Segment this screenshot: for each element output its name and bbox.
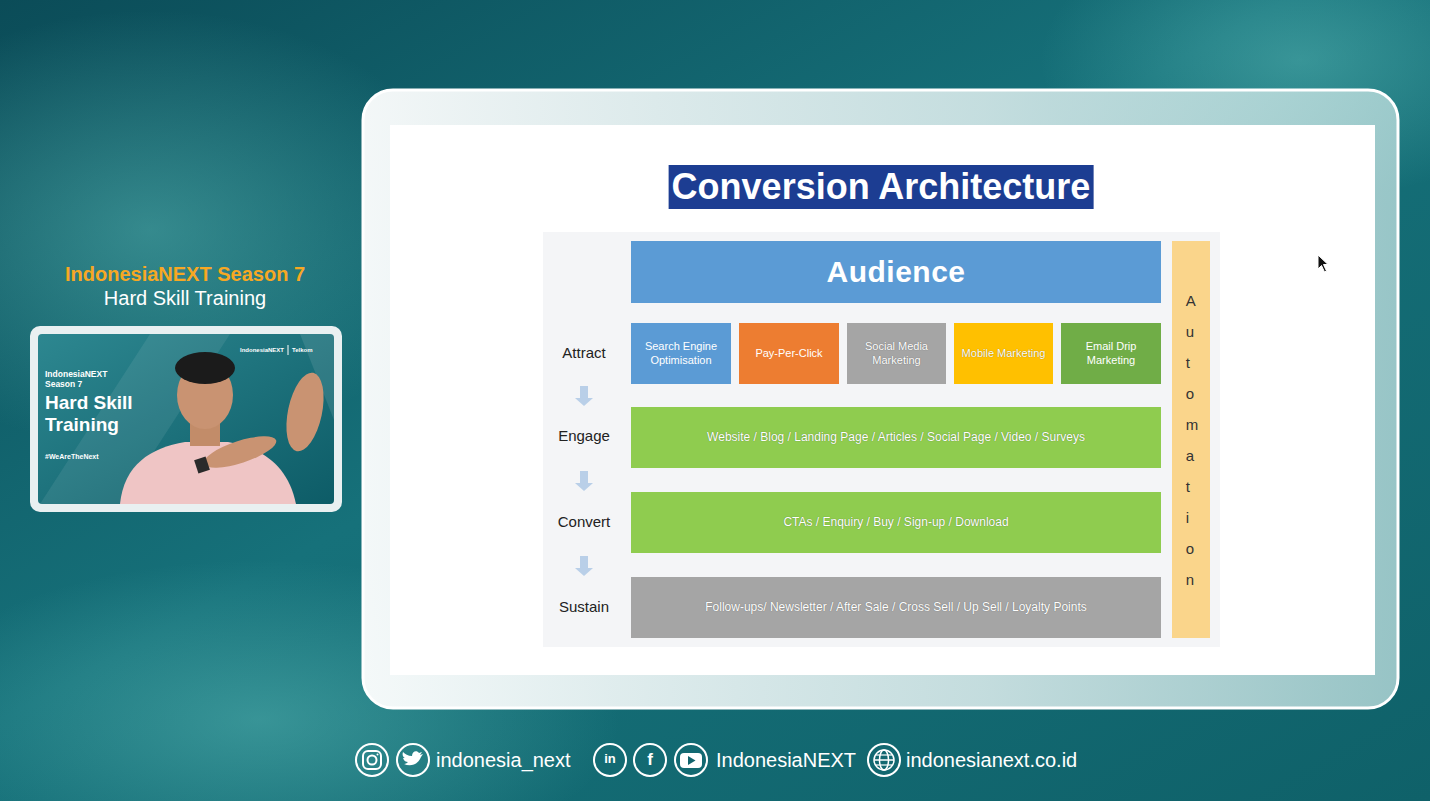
vertical-label: Automation <box>1186 285 1189 595</box>
box-text: Pay-Per-Click <box>755 347 822 361</box>
social-icon <box>688 756 696 765</box>
social-icon <box>363 751 381 769</box>
box-text: Social Media Marketing <box>853 340 940 368</box>
video-thumbnail <box>38 334 334 504</box>
stage-label: Sustain <box>559 598 609 615</box>
diagram-panel <box>543 232 1220 647</box>
mouse-cursor <box>1318 255 1328 272</box>
social-icon <box>874 759 894 761</box>
event-title: IndonesiaNEXT Season 7 <box>65 263 305 286</box>
social-icon <box>397 744 429 776</box>
down-arrow <box>580 386 588 398</box>
video-thumbnail <box>200 430 279 474</box>
down-arrow <box>575 568 593 576</box>
video-thumbnail <box>38 334 334 504</box>
video-thumbnail <box>30 326 342 512</box>
social-icon <box>874 750 894 770</box>
social-icon <box>675 744 707 776</box>
social-icon <box>403 751 423 765</box>
social-handle: IndonesiaNEXT <box>716 749 856 772</box>
video-thumbnail <box>175 352 235 384</box>
social-icon <box>680 753 702 768</box>
website-url: indonesianext.co.id <box>906 749 1077 772</box>
channel-box: Search Engine Optimisation <box>631 323 731 384</box>
social-icon <box>868 744 900 776</box>
social-icon <box>594 744 626 776</box>
video-thumbnail <box>30 326 342 512</box>
box-text: Email Drip Marketing <box>1067 340 1155 368</box>
slide-frame <box>363 90 1398 708</box>
down-arrow <box>575 483 593 491</box>
stage-band: Website / Blog / Landing Page / Articles… <box>631 407 1161 468</box>
social-icon <box>368 756 377 765</box>
social-icon <box>356 744 900 776</box>
logo-text: IndonesiaNEXT <box>240 347 284 354</box>
channel-box: Pay-Per-Click <box>739 323 839 384</box>
video-thumbnail <box>288 345 289 355</box>
box-text: Search Engine Optimisation <box>637 340 725 368</box>
box-text: Website / Blog / Landing Page / Articles… <box>707 430 1085 445</box>
video-thumbnail <box>194 456 210 473</box>
slide-frame <box>363 90 1398 708</box>
mouse-cursor <box>1318 255 1328 272</box>
social-icon <box>876 754 892 755</box>
social-handle: indonesia_next <box>436 749 571 772</box>
event-subtitle: Hard Skill Training <box>104 287 266 310</box>
video-thumbnail <box>120 442 296 504</box>
thumbnail-title: Hard Skill Training <box>45 392 150 436</box>
logo-text: Telkom <box>292 347 313 354</box>
hashtag: #WeAreTheNext <box>45 453 99 461</box>
stage-band: CTAs / Enquiry / Buy / Sign-up / Downloa… <box>631 492 1161 553</box>
box-text: Audience <box>826 253 965 291</box>
social-icon <box>876 764 892 765</box>
down-arrow <box>580 471 588 483</box>
down-arrow <box>575 398 593 406</box>
audience-band: Audience <box>631 241 1161 303</box>
down-arrow <box>580 556 588 568</box>
thumbnail-text: IndonesiaNEXT Season 7 <box>45 370 115 390</box>
slide-frame <box>390 125 1375 675</box>
icon-letter: f <box>647 750 653 770</box>
icon-letter: in <box>604 752 616 767</box>
video-thumbnail <box>280 369 330 454</box>
channel-box: Social Media Marketing <box>847 323 946 384</box>
stage-label: Convert <box>558 513 611 530</box>
stage-label: Engage <box>558 427 610 444</box>
stage-band: Follow-ups/ Newsletter / After Sale / Cr… <box>631 577 1161 638</box>
box-text: Mobile Marketing <box>962 347 1046 361</box>
social-icon <box>356 744 388 776</box>
box-text: Follow-ups/ Newsletter / After Sale / Cr… <box>705 600 1086 615</box>
slide-title: Conversion Architecture <box>669 165 1094 209</box>
stage-label: Attract <box>562 344 605 361</box>
down-arrow <box>575 386 593 576</box>
automation-bar: Automation <box>1172 241 1210 638</box>
box-text: CTAs / Enquiry / Buy / Sign-up / Downloa… <box>783 515 1008 530</box>
diagram-panel <box>543 232 1220 647</box>
channel-box: Email Drip Marketing <box>1061 323 1161 384</box>
social-icon <box>634 744 666 776</box>
channel-box: Mobile Marketing <box>954 323 1053 384</box>
social-icon <box>377 754 379 756</box>
